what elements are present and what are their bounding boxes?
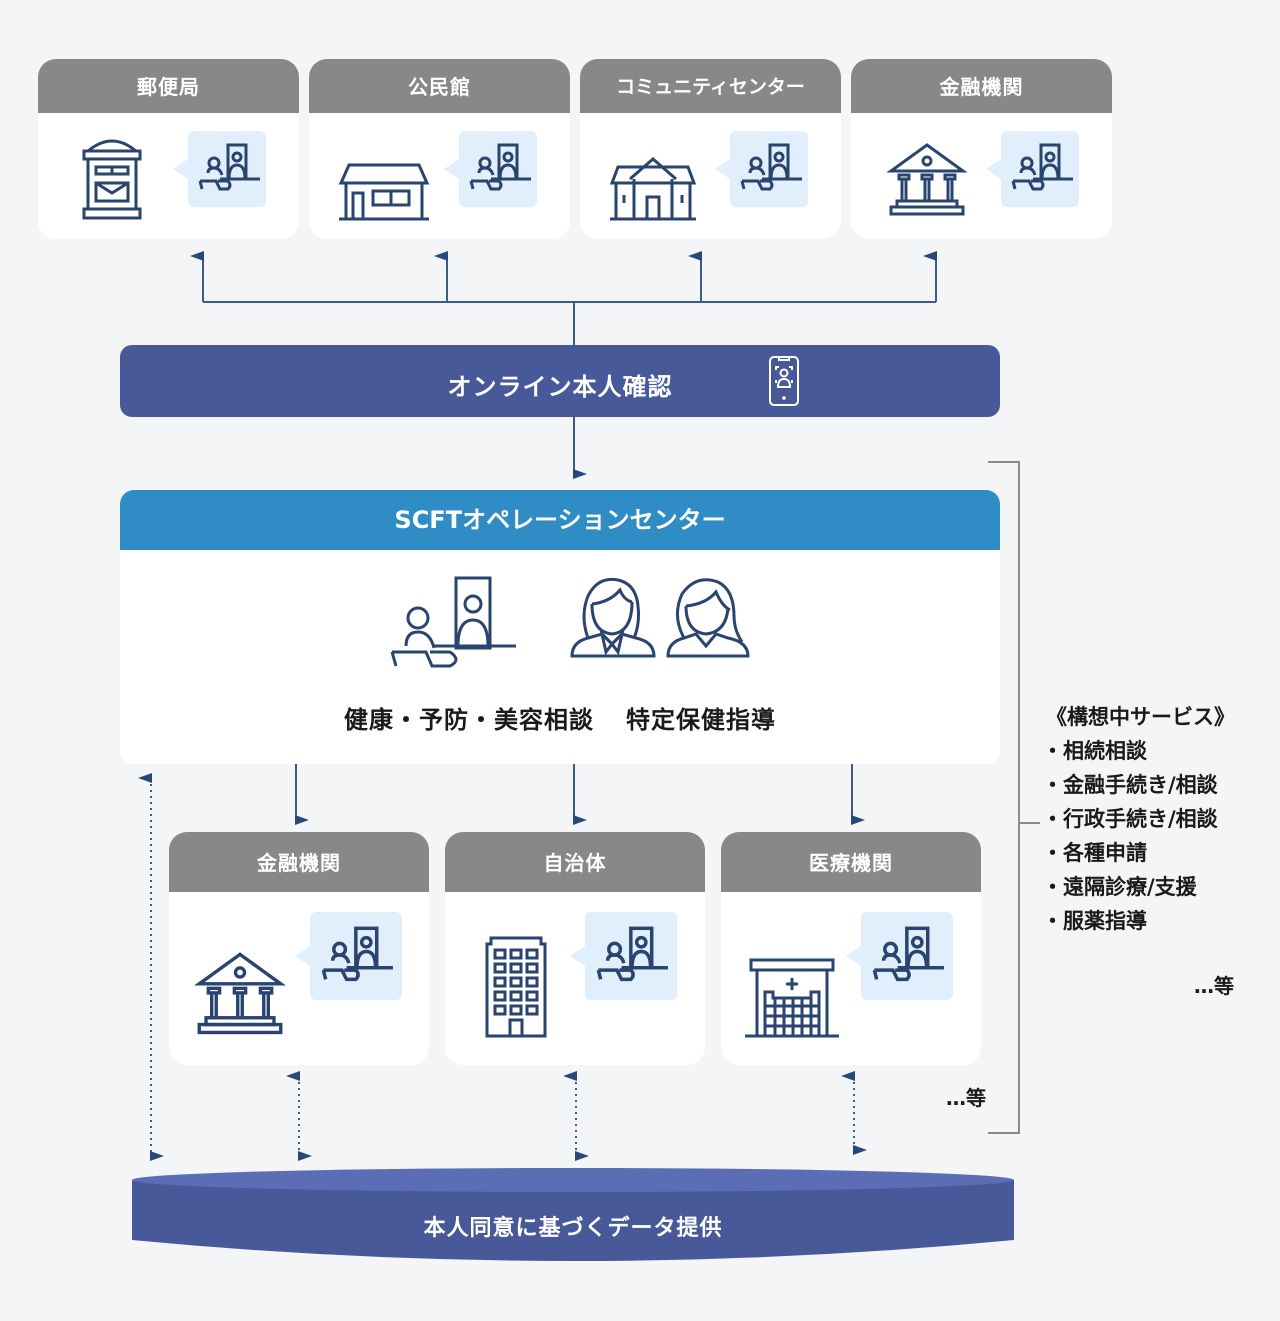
office-building-icon	[485, 936, 547, 1038]
location-card-community-hall: 公民館	[309, 59, 570, 239]
operation-center-panel: SCFTオペレーションセンター 健康・予防・美容相談 特定保健指導	[120, 490, 1000, 764]
smartphone-face-id-icon	[769, 356, 799, 406]
remote-consultation-icon	[321, 926, 393, 982]
planned-services-heading: 《構想中サービス》	[1046, 705, 1235, 729]
bank-icon	[886, 143, 968, 216]
operator-man-icon	[570, 577, 656, 658]
fanout-connector	[203, 301, 936, 345]
planned-services-etc-note: …等	[1194, 974, 1234, 998]
remote-consultation-icon	[469, 143, 531, 191]
planned-service-item: 服薬指導	[1042, 904, 1235, 938]
planned-services-list: 《構想中サービス》 相続相談 金融手続き/相談 行政手続き/相談 各種申請 遠隔…	[1042, 700, 1235, 938]
partner-card-medical: 医療機関	[721, 832, 981, 1065]
remote-consultation-bubble	[173, 131, 266, 207]
remote-consultation-bubble	[715, 131, 808, 207]
online-identity-verification-band: オンライン本人確認	[120, 345, 1000, 417]
location-card-post-office: 郵便局	[38, 59, 299, 239]
community-center-icon	[609, 157, 697, 221]
remote-consultation-icon	[740, 143, 802, 191]
planned-service-item: 各種申請	[1042, 836, 1235, 870]
service-health-consultation: 健康・予防・美容相談	[344, 706, 594, 734]
planned-service-item: 相続相談	[1042, 734, 1235, 768]
bank-icon	[194, 952, 286, 1035]
remote-consultation-icon	[872, 926, 944, 982]
remote-consultation-bubble	[846, 912, 953, 1000]
remote-consultation-bubble	[295, 912, 402, 1000]
identity-band-label: オンライン本人確認	[447, 373, 673, 401]
postbox-icon	[82, 139, 142, 220]
data-platform-disk	[132, 1168, 1014, 1261]
location-card-title: 公民館	[309, 59, 570, 113]
remote-consultation-icon	[390, 576, 516, 668]
service-specific-health-guidance: 特定保健指導	[626, 706, 776, 734]
partner-card-title: 自治体	[445, 832, 705, 892]
remote-consultation-bubble	[570, 912, 677, 1000]
location-card-title: 郵便局	[38, 59, 299, 113]
location-card-community-center: コミュニティセンター	[580, 59, 841, 239]
remote-consultation-icon	[1011, 143, 1073, 191]
planned-service-item: 遠隔診療/支援	[1042, 870, 1235, 904]
remote-consultation-bubble	[986, 131, 1079, 207]
planned-service-item: 行政手続き/相談	[1042, 802, 1235, 836]
hospital-icon	[745, 958, 839, 1038]
operator-woman-icon	[666, 578, 750, 658]
location-card-title: 金融機関	[851, 59, 1112, 113]
partners-etc-note: …等	[946, 1086, 986, 1110]
planned-services-bracket	[988, 461, 1040, 1134]
partner-card-bank: 金融機関	[169, 832, 429, 1065]
location-card-title: コミュニティセンター	[580, 59, 841, 113]
partner-card-municipality: 自治体	[445, 832, 705, 1065]
location-card-bank: 金融機関	[851, 59, 1112, 239]
operation-center-services: 健康・予防・美容相談 特定保健指導	[120, 700, 1000, 735]
partner-card-title: 医療機関	[721, 832, 981, 892]
planned-service-item: 金融手続き/相談	[1042, 768, 1235, 802]
data-platform-label: 本人同意に基づくデータ提供	[423, 1216, 723, 1241]
community-hall-icon	[338, 163, 430, 221]
operation-center-title: SCFTオペレーションセンター	[120, 490, 1000, 550]
remote-consultation-icon	[198, 143, 260, 191]
remote-consultation-icon	[596, 926, 668, 982]
partner-card-title: 金融機関	[169, 832, 429, 892]
remote-consultation-bubble	[444, 131, 537, 207]
